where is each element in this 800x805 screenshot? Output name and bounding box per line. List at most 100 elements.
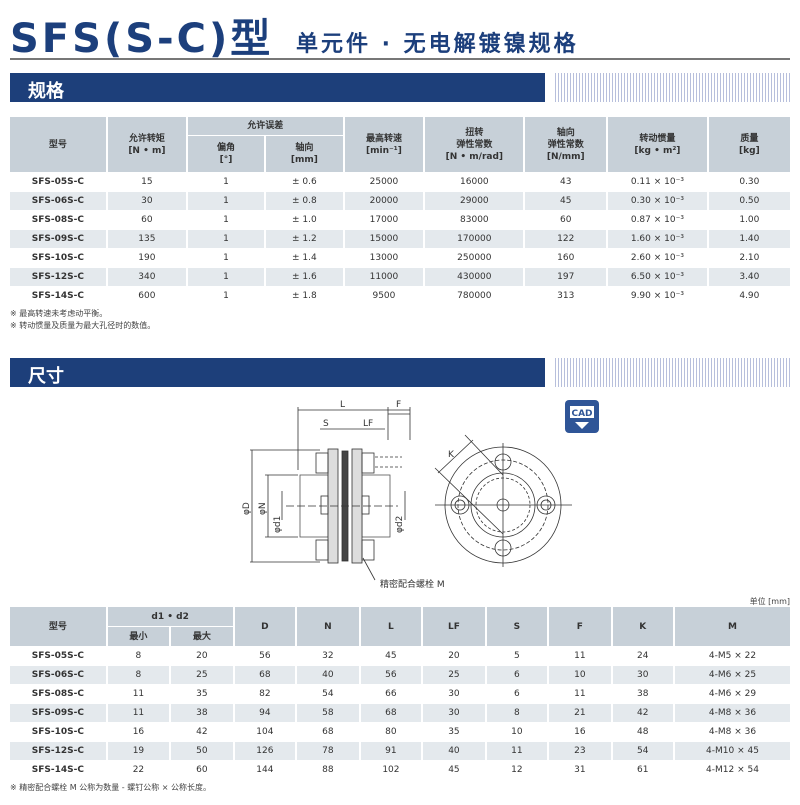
dim-label-D: φD <box>242 502 252 515</box>
table-cell: 126 <box>234 742 296 760</box>
table-cell: ± 1.4 <box>291 253 317 263</box>
table-cell: 56 <box>259 651 271 661</box>
page-subtitle: 单元件 · 无电解镀镍规格 <box>296 32 579 57</box>
table-cell: 66 <box>385 689 397 699</box>
col-header-model: 型号 <box>10 607 106 646</box>
table-cell: 4.90 <box>739 291 760 301</box>
table-cell: 20 <box>448 651 460 661</box>
col-header-speed: 最高转速[min⁻¹] <box>344 117 424 172</box>
table-cell: 42 <box>612 704 673 722</box>
dimension-table: 型号 d1 • d2 D N L LF S F K M 最小 最大 SFS-05… <box>8 606 792 780</box>
table-cell: 40 <box>297 666 359 684</box>
table-cell: 0.50 <box>708 192 790 210</box>
table-cell: 23 <box>549 742 611 760</box>
table-cell: 43 <box>560 177 572 187</box>
table-cell: 2.10 <box>739 253 760 263</box>
table-cell: 1 <box>223 253 229 263</box>
col-header-torsional-stiffness: 扭转弹性常数[N • m/rad] <box>425 117 524 172</box>
table-cell: 30 <box>448 689 460 699</box>
table-cell: 197 <box>525 268 607 286</box>
col-header-angle: 偏角[°] <box>187 136 265 172</box>
table-cell: 91 <box>360 742 422 760</box>
table-cell: 122 <box>525 230 607 248</box>
table-cell: 0.11 × 10⁻³ <box>630 177 684 187</box>
cad-download-button[interactable]: CAD <box>565 400 599 433</box>
table-cell: 24 <box>637 651 649 661</box>
col-header-misalignment: 允许误差 <box>187 117 343 135</box>
table-cell: 31 <box>574 765 586 775</box>
table-cell: 68 <box>360 704 422 722</box>
table-cell: 61 <box>637 765 649 775</box>
table-cell: 11 <box>574 651 586 661</box>
dim-label-LF: LF <box>363 419 373 429</box>
table-cell: 13000 <box>369 253 399 263</box>
table-cell: 83000 <box>460 215 489 225</box>
table-cell: 11 <box>574 689 586 699</box>
col-header-D: D <box>234 607 296 646</box>
table-cell: 190 <box>138 253 156 263</box>
model-cell: SFS-08S-C <box>31 689 84 699</box>
table-cell: 5 <box>514 651 520 661</box>
table-cell: 1.40 <box>708 230 790 248</box>
table-cell: 80 <box>385 727 397 737</box>
table-cell: 50 <box>171 742 233 760</box>
col-header-axial: 轴向[mm] <box>266 136 343 172</box>
table-cell: 12 <box>511 765 523 775</box>
table-cell: 2.60 × 10⁻³ <box>630 253 684 263</box>
bolt-label: 精密配合螺栓 M <box>380 578 445 590</box>
table-cell: 1.60 × 10⁻³ <box>608 230 707 248</box>
col-header-M: M <box>674 607 790 646</box>
model-cell: SFS-12S-C <box>10 268 106 286</box>
table-cell: 16 <box>574 727 586 737</box>
col-header-max: 最大 <box>171 627 233 646</box>
table-cell: 170000 <box>425 230 524 248</box>
dim-label-K: K <box>448 450 455 460</box>
table-cell: 4-M6 × 29 <box>708 689 757 699</box>
table-cell: 250000 <box>457 253 492 263</box>
dim-label-S: S <box>323 419 329 429</box>
table-cell: 35 <box>196 689 208 699</box>
table-cell: 1 <box>223 177 229 187</box>
col-header-S: S <box>486 607 548 646</box>
table-cell: 4-M8 × 36 <box>708 727 757 737</box>
table-cell: 68 <box>322 727 334 737</box>
table-cell: 8 <box>107 666 170 684</box>
table-cell: 3.40 <box>708 268 790 286</box>
table-cell: 60 <box>141 215 153 225</box>
table-cell: 1.00 <box>739 215 760 225</box>
table-cell: 30 <box>612 666 673 684</box>
table-cell: 54 <box>612 742 673 760</box>
table-cell: 4-M12 × 54 <box>706 765 759 775</box>
table-cell: 82 <box>259 689 271 699</box>
table-cell: 160 <box>557 253 575 263</box>
table-cell: 60 <box>196 765 208 775</box>
col-header-K: K <box>612 607 673 646</box>
side-view <box>250 407 411 581</box>
decorative-stripes <box>555 73 790 102</box>
table-cell: 32 <box>322 651 334 661</box>
dim-label-d1: φd1 <box>273 516 283 533</box>
table-cell: 40 <box>423 742 485 760</box>
col-header-model: 型号 <box>10 117 106 172</box>
model-cell: SFS-05S-C <box>31 651 84 661</box>
table-cell: 1 <box>223 215 229 225</box>
table-cell: 30 <box>423 704 485 722</box>
table-cell: 104 <box>256 727 274 737</box>
table-cell: 25000 <box>369 177 399 187</box>
table-cell: 25 <box>171 666 233 684</box>
model-cell: SFS-06S-C <box>10 666 106 684</box>
col-header-LF: LF <box>423 607 485 646</box>
table-cell: 45 <box>525 192 607 210</box>
table-cell: 88 <box>322 765 334 775</box>
table-cell: 6.50 × 10⁻³ <box>608 268 707 286</box>
col-header-torque: 允许转矩[N • m] <box>107 117 186 172</box>
table-cell: 135 <box>107 230 186 248</box>
table-cell: 58 <box>297 704 359 722</box>
table-cell: 15000 <box>344 230 424 248</box>
table-cell: 45 <box>385 651 397 661</box>
